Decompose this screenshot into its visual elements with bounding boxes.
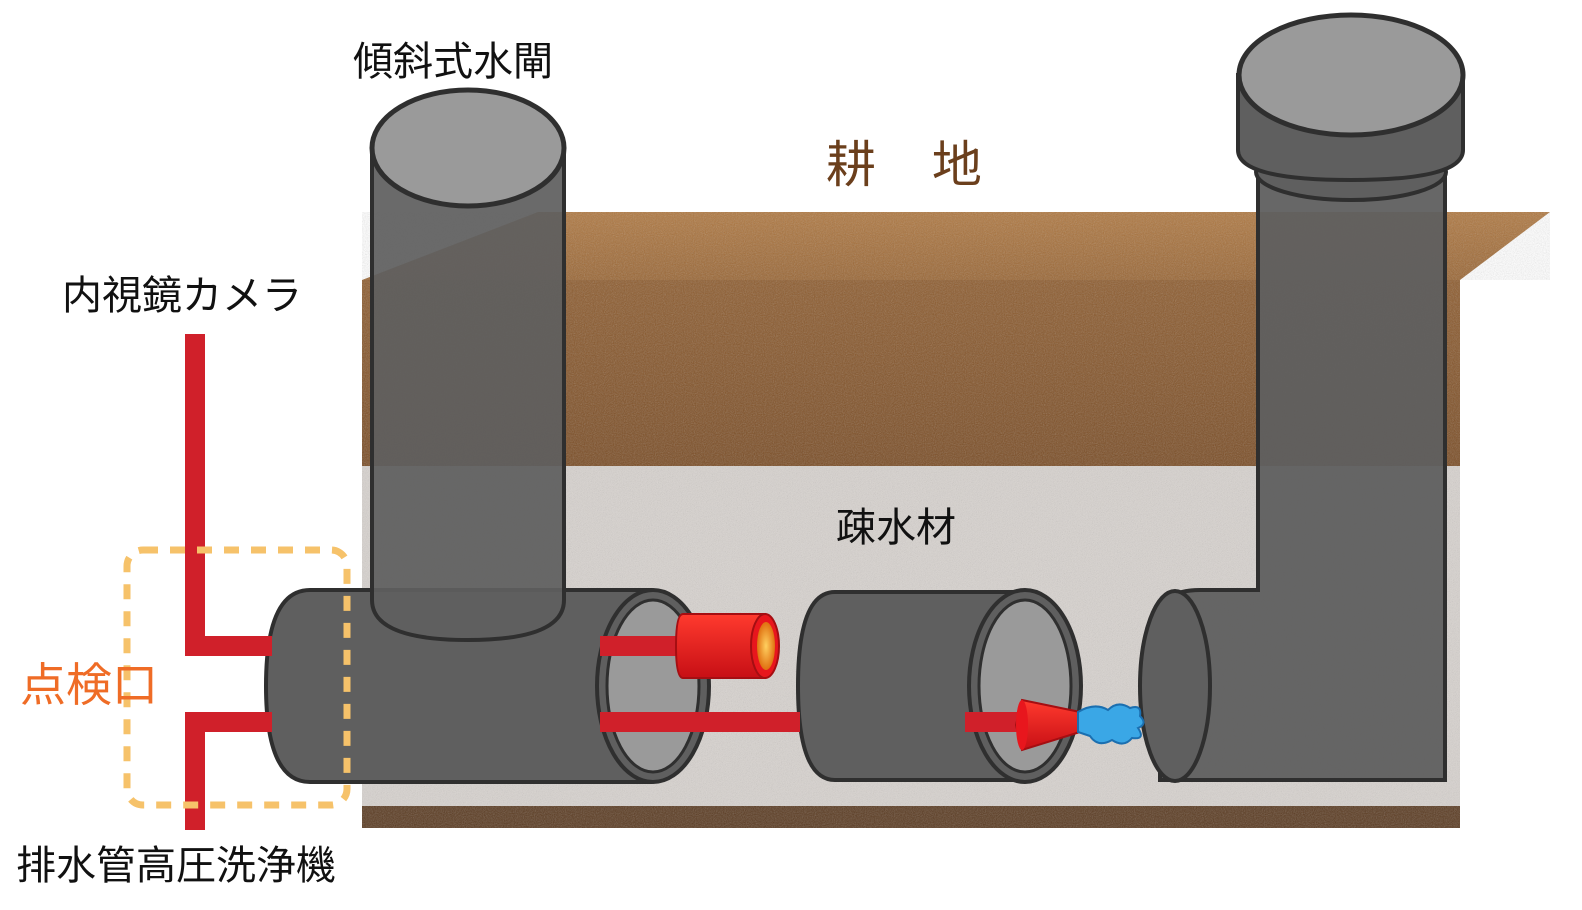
drainage-material-label: 疎水材	[836, 505, 956, 551]
cylindrical-camera-icon	[674, 613, 780, 679]
sluice-label: 傾斜式水閘	[353, 39, 553, 85]
middle-drain-pipe	[795, 588, 1083, 784]
right-riser-pipe	[1138, 12, 1466, 783]
inspection-port-box	[123, 546, 351, 809]
camera-cable	[185, 334, 272, 656]
washer-hose	[185, 712, 272, 830]
camera-label: 内視鏡カメラ	[62, 273, 302, 319]
right-riser-top-opening	[1236, 12, 1466, 138]
sluice-top-opening	[369, 87, 567, 209]
spray-nozzle-icon	[1014, 698, 1081, 752]
camera-lens	[757, 622, 775, 670]
water-jet-icon	[1077, 703, 1145, 745]
inspection-port-label: 点検口	[20, 658, 158, 712]
washer-label: 排水管高圧洗浄機	[16, 843, 336, 889]
hoses	[185, 334, 1030, 830]
right-elbow-end	[1138, 589, 1212, 783]
farmland-label: 耕 地	[826, 136, 1002, 194]
